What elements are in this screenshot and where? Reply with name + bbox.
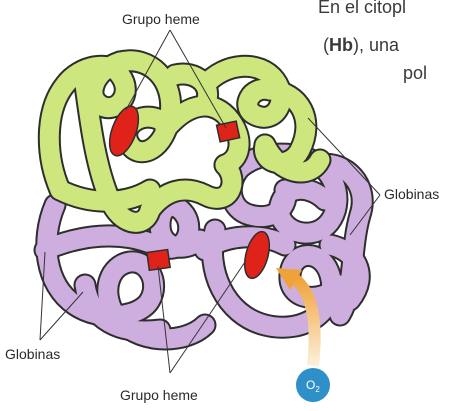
label-grupo-heme-top: Grupo heme bbox=[122, 11, 200, 27]
label-grupo-heme-bottom: Grupo heme bbox=[120, 387, 198, 403]
label-globinas-right: Globinas bbox=[384, 186, 439, 202]
oxygen-molecule-icon: O2 bbox=[296, 368, 330, 402]
text-fragment-line3: pol bbox=[403, 63, 427, 83]
text-fragment-line1: En el citopl bbox=[318, 0, 406, 17]
label-globinas-left: Globinas bbox=[5, 346, 60, 362]
heme-group-upper-right bbox=[217, 121, 240, 142]
text-fragment-line2: (Hb), una bbox=[323, 35, 400, 55]
